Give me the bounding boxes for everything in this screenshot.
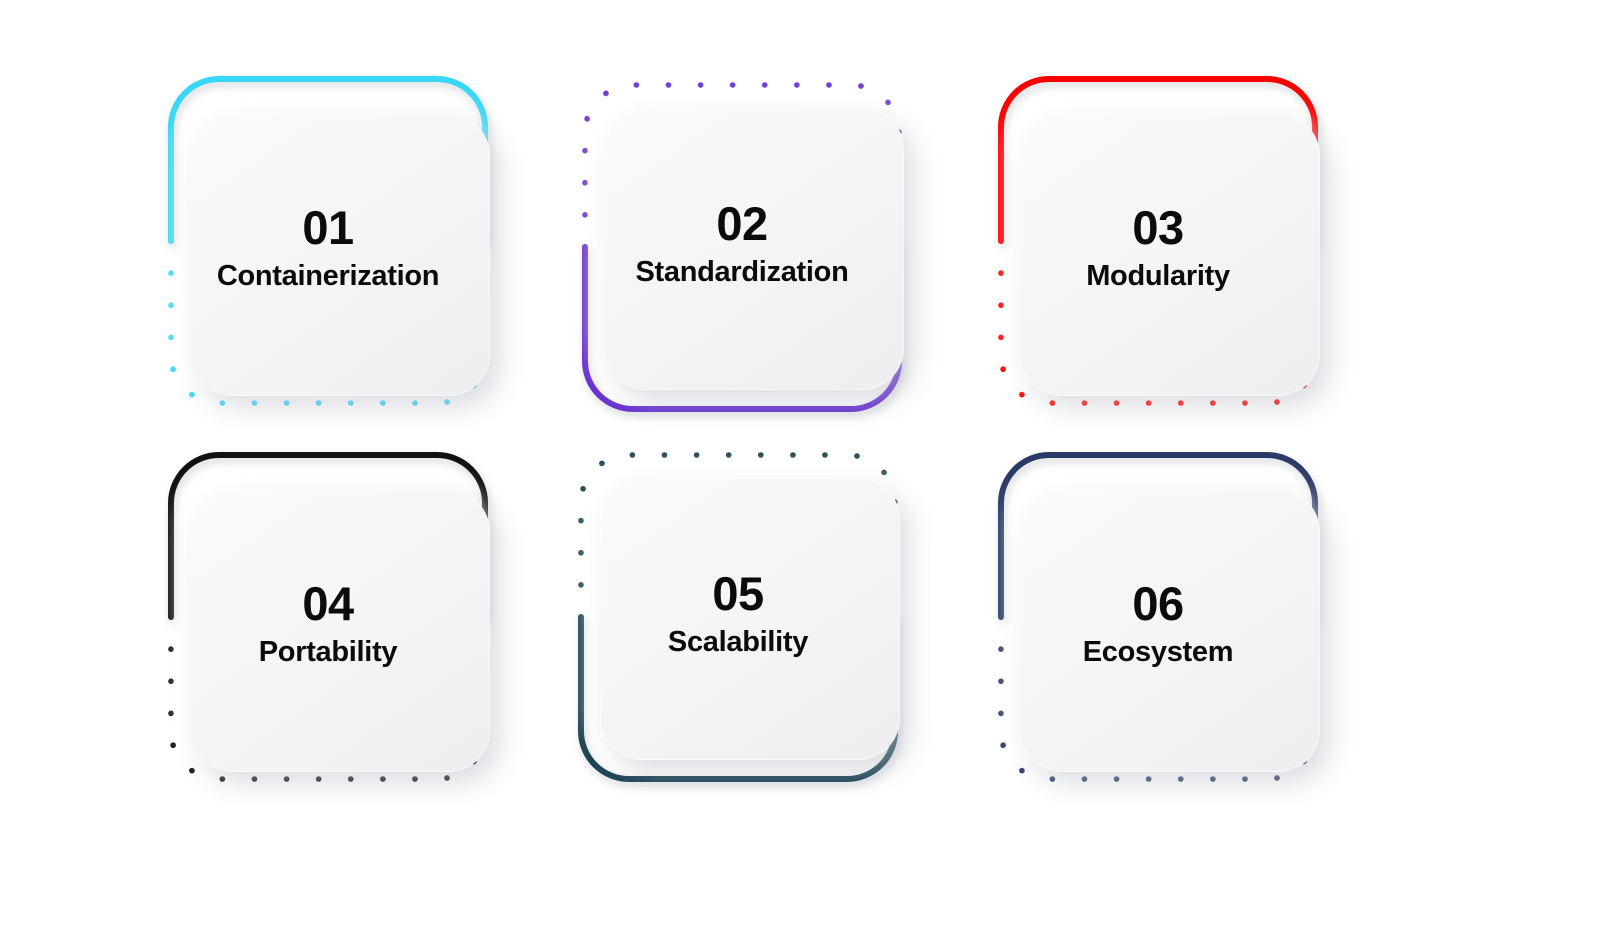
card-tile-04 xyxy=(190,490,490,772)
card-tile-06 xyxy=(1020,490,1320,772)
card-tile-01 xyxy=(190,114,490,396)
card-tile-05 xyxy=(600,478,900,760)
card-tile-03 xyxy=(1020,114,1320,396)
card-tile-02 xyxy=(604,108,904,390)
